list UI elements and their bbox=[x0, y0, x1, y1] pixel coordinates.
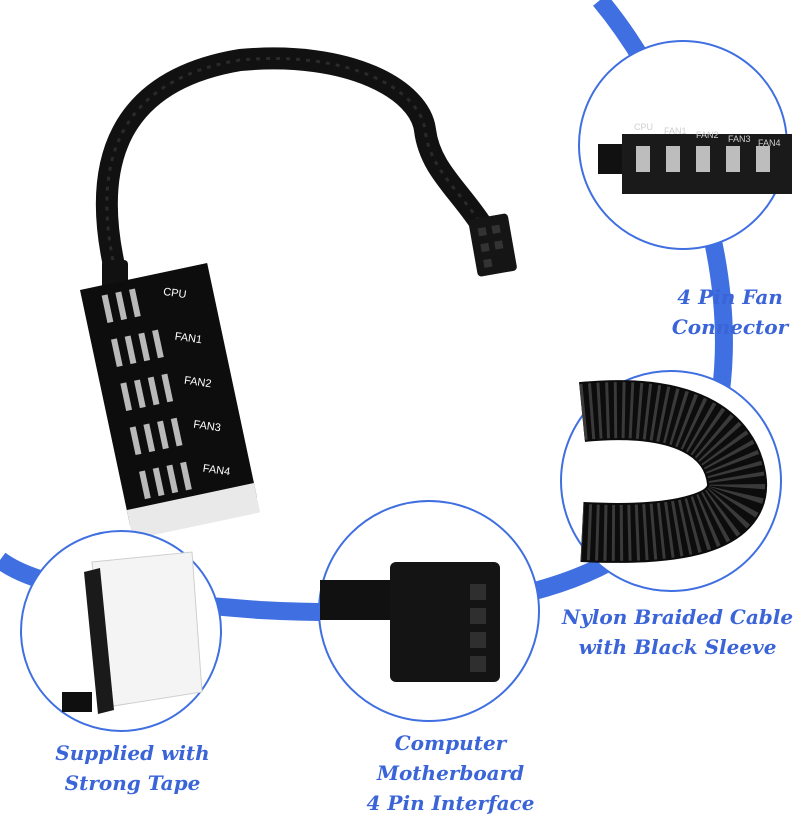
hub-label-fan1: FAN1 bbox=[174, 331, 203, 347]
callout-tape-line1: Supplied with bbox=[55, 741, 210, 765]
tape-closeup-photo bbox=[62, 551, 203, 714]
callout-fan-connector-line1: 4 Pin Fan bbox=[677, 285, 783, 309]
callout-fan-connector: 4 Pin Fan Connector bbox=[660, 282, 800, 342]
braided-cable-circle bbox=[560, 370, 782, 592]
fan-hub-cable-photo: CPU FAN1 FAN2 FAN3 FAN4 bbox=[80, 47, 517, 540]
callout-motherboard: Computer Motherboard 4 Pin Interface bbox=[318, 728, 583, 818]
callout-braided-cable-line1: Nylon Braided Cable bbox=[561, 605, 794, 629]
motherboard-plug-photo bbox=[320, 562, 500, 682]
closeup-label-fan4: FAN4 bbox=[758, 138, 781, 148]
braided-cable-photo bbox=[579, 380, 767, 563]
hub-label-fan3: FAN3 bbox=[193, 419, 222, 435]
closeup-label-cpu: CPU bbox=[634, 122, 653, 132]
hub-label-fan4: FAN4 bbox=[202, 463, 231, 479]
callout-fan-connector-line2: Connector bbox=[671, 315, 789, 339]
tape-closeup-circle bbox=[20, 530, 222, 732]
callout-motherboard-line1: Computer Motherboard bbox=[376, 731, 525, 785]
hub-closeup-photo: CPU FAN1 FAN2 FAN3 FAN4 bbox=[598, 122, 792, 194]
callout-tape: Supplied with Strong Tape bbox=[40, 738, 225, 798]
callout-motherboard-line2: 4 Pin Interface bbox=[366, 791, 535, 815]
callout-braided-cable-line2: with Black Sleeve bbox=[578, 635, 777, 659]
closeup-label-fan3: FAN3 bbox=[728, 134, 751, 144]
callout-tape-line2: Strong Tape bbox=[64, 771, 201, 795]
callout-braided-cable: Nylon Braided Cable with Black Sleeve bbox=[555, 602, 800, 662]
motherboard-plug-circle bbox=[318, 500, 540, 722]
closeup-label-fan1: FAN1 bbox=[664, 126, 687, 136]
closeup-label-fan2: FAN2 bbox=[696, 130, 719, 140]
hub-label-fan2: FAN2 bbox=[183, 375, 212, 391]
hub-closeup-circle: CPU FAN1 FAN2 FAN3 FAN4 bbox=[578, 40, 792, 250]
hub-label-cpu: CPU bbox=[162, 286, 187, 301]
